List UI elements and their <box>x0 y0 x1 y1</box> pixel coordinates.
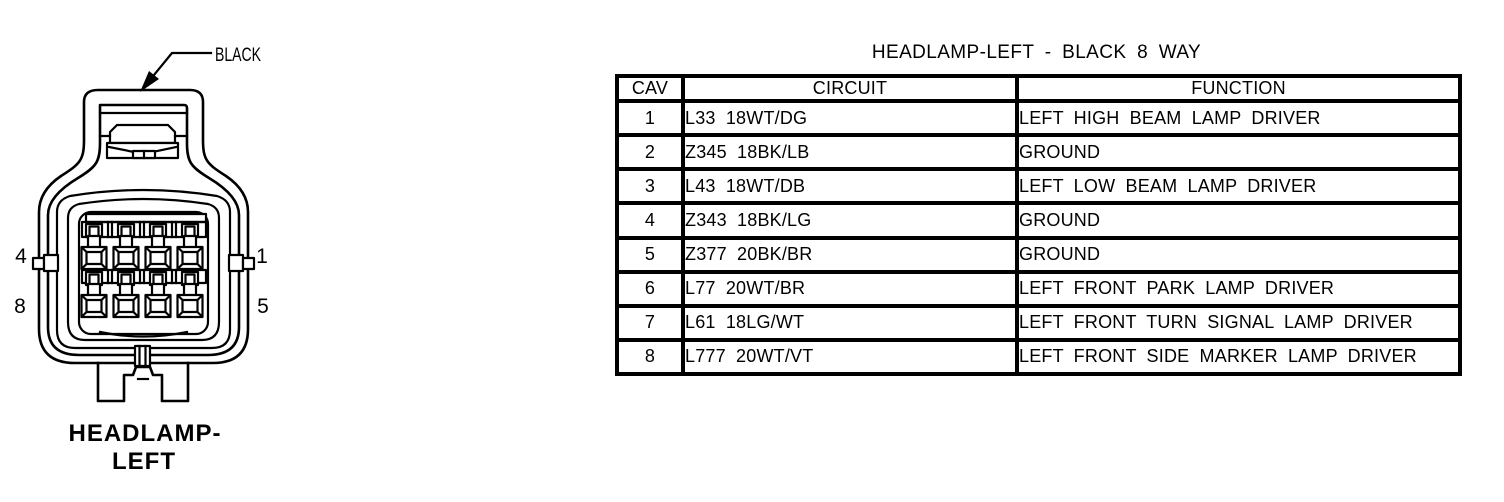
connector-body-outline <box>37 88 250 365</box>
cell-function: LEFT FRONT PARK LAMP DRIVER <box>1015 269 1462 308</box>
table-row: 1 L33 18WT/DG LEFT HIGH BEAM LAMP DRIVER <box>615 98 1462 138</box>
key-left <box>42 253 60 273</box>
terminal-pin-8 <box>176 270 204 319</box>
table-row: 8 L777 20WT/VT LEFT FRONT SIDE MARKER LA… <box>615 337 1462 377</box>
pin-label-top-left: 4 <box>15 245 27 268</box>
cell-function: GROUND <box>1015 201 1462 240</box>
cell-circuit: L77 20WT/BR <box>681 269 1019 308</box>
cell-circuit: Z377 20BK/BR <box>681 235 1019 274</box>
mounting-feet <box>96 361 190 403</box>
face-top-bar <box>84 212 208 224</box>
terminal-pin-7 <box>144 270 172 319</box>
cell-cav: 7 <box>615 303 685 342</box>
pin-label-bottom-left: 8 <box>14 295 26 318</box>
cell-circuit: Z345 18BK/LB <box>681 133 1019 172</box>
table-row: 4 Z343 18BK/LG GROUND <box>615 201 1462 240</box>
pinout-table: CAV CIRCUIT FUNCTION 1 L33 18WT/DG LEFT … <box>615 74 1462 377</box>
terminal-pin-4 <box>176 222 204 271</box>
bottom-tab <box>133 344 152 368</box>
connector-latch <box>98 123 189 160</box>
terminal-pin-6 <box>112 270 140 319</box>
cell-function: LEFT FRONT TURN SIGNAL LAMP DRIVER <box>1015 303 1462 342</box>
pin-label-bottom-right: 5 <box>257 295 269 318</box>
column-header-circuit: CIRCUIT <box>681 74 1019 103</box>
cell-function: LEFT LOW BEAM LAMP DRIVER <box>1015 167 1462 206</box>
terminal-pin-3 <box>144 222 172 271</box>
terminal-pin-1 <box>80 222 108 271</box>
connector-color-label: BLACK <box>215 45 261 66</box>
callout-arrow <box>140 51 213 92</box>
cell-circuit: Z343 18BK/LG <box>681 201 1019 240</box>
key-right <box>227 253 245 273</box>
terminal-pin-5 <box>80 270 108 319</box>
pin-label-top-right: 1 <box>256 245 268 268</box>
cell-cav: 5 <box>615 235 685 274</box>
terminal-grid <box>80 212 208 338</box>
cell-function: GROUND <box>1015 133 1462 172</box>
column-header-cav: CAV <box>615 74 685 103</box>
table-row: 5 Z377 20BK/BR GROUND <box>615 235 1462 274</box>
seal-lip-arc <box>98 330 189 338</box>
side-keys <box>31 253 256 273</box>
cell-cav: 2 <box>615 133 685 172</box>
table-row: 2 Z345 18BK/LB GROUND <box>615 133 1462 172</box>
pinout-table-title: HEADLAMP-LEFT - BLACK 8 WAY <box>871 42 1202 63</box>
cell-cav: 8 <box>615 337 685 377</box>
column-header-function: FUNCTION <box>1015 74 1462 103</box>
cell-cav: 4 <box>615 201 685 240</box>
cell-function: GROUND <box>1015 235 1462 274</box>
connector-bottom <box>96 344 190 403</box>
table-row: 7 L61 18LG/WT LEFT FRONT TURN SIGNAL LAM… <box>615 303 1462 342</box>
cell-circuit: L777 20WT/VT <box>681 337 1019 377</box>
table-header-row: CAV CIRCUIT FUNCTION <box>615 74 1462 103</box>
connector-caption-line1: HEADLAMP- <box>69 420 222 447</box>
terminal-pin-2 <box>112 222 140 271</box>
connector-caption-line2: LEFT <box>112 448 176 475</box>
cell-cav: 1 <box>615 98 685 138</box>
cell-circuit: L61 18LG/WT <box>681 303 1019 342</box>
cell-cav: 6 <box>615 269 685 308</box>
table-row: 6 L77 20WT/BR LEFT FRONT PARK LAMP DRIVE… <box>615 269 1462 308</box>
cell-function: LEFT HIGH BEAM LAMP DRIVER <box>1015 98 1462 138</box>
table-row: 3 L43 18WT/DB LEFT LOW BEAM LAMP DRIVER <box>615 167 1462 206</box>
connector-diagram: BLACK 4 1 8 5 HEADLAMP- LEFT <box>14 45 269 475</box>
key-right-outer <box>241 256 256 271</box>
cell-cav: 3 <box>615 167 685 206</box>
cell-circuit: L33 18WT/DG <box>681 98 1019 138</box>
cell-function: LEFT FRONT SIDE MARKER LAMP DRIVER <box>1015 337 1462 377</box>
cell-circuit: L43 18WT/DB <box>681 167 1019 206</box>
key-left-outer <box>31 256 46 271</box>
